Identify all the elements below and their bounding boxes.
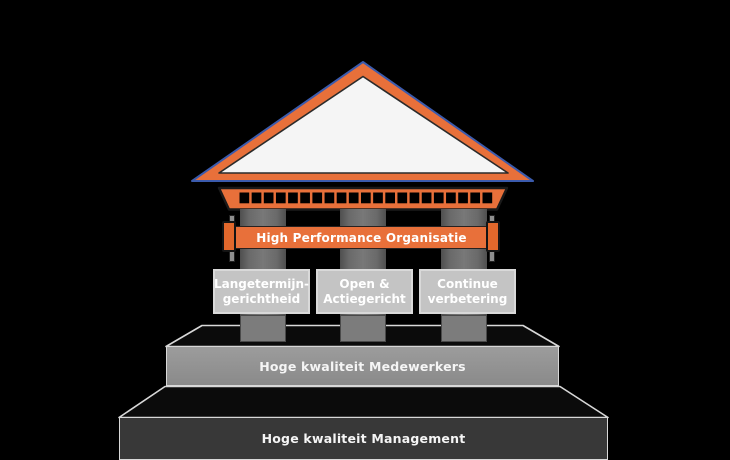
pillar-box-open-actiegericht: Open & Actiegericht [316, 269, 413, 314]
pillar-base-middle [340, 315, 386, 342]
entablature-dentils-row [239, 192, 493, 204]
pillar-base-right [441, 315, 487, 342]
banner-scroll-cap-right [486, 221, 500, 252]
banner-label: High Performance Organisatie [256, 230, 467, 245]
roof-pediment-inner [218, 75, 509, 174]
foundation-label: Hoge kwaliteit Medewerkers [259, 358, 466, 374]
pillar-base-left [240, 315, 286, 342]
pillar-box-label: Continue verbetering [427, 276, 508, 306]
foundation-management: Hoge kwaliteit Management [119, 417, 608, 460]
banner-ribbon: High Performance Organisatie [235, 226, 488, 249]
banner-scroll-cap-left [222, 221, 236, 252]
pillar-box-continue-verbetering: Continue verbetering [419, 269, 516, 314]
foundation-medewerkers: Hoge kwaliteit Medewerkers [166, 346, 559, 386]
foundation-management-top-surface [118, 385, 609, 419]
pillar-box-label: Langetermijn- gerichtheid [213, 276, 310, 306]
foundation-label: Hoge kwaliteit Management [261, 431, 466, 446]
pillar-box-langetermijngerichtheid: Langetermijn- gerichtheid [213, 269, 310, 314]
pillar-box-label: Open & Actiegericht [323, 276, 406, 306]
